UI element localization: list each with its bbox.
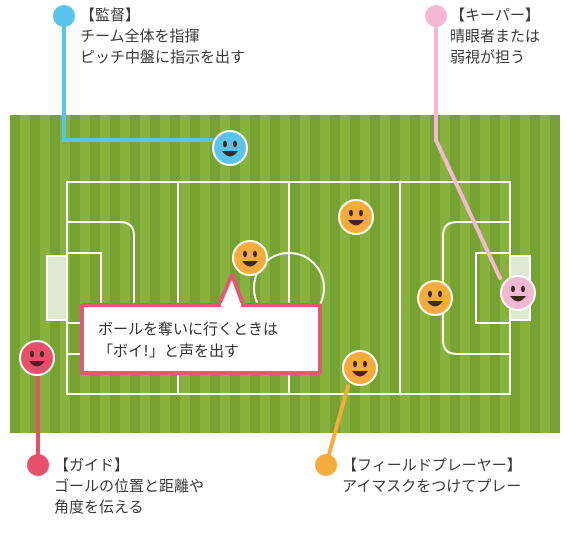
connector-lines [36,18,502,467]
player-face-icon [338,199,374,235]
callout-line-2: 「ボイ!」と声を出す [98,342,240,360]
guide-face-icon [19,340,55,376]
guide-label: 【ガイド】 ゴールの位置と距離や 角度を伝える [54,455,204,518]
coach-dot [53,5,75,27]
keeper-title: 【キーパー】 [450,6,540,24]
keeper-line-2: 弱視が担う [450,48,526,66]
player-face-icon [232,240,268,276]
guide-line-2: 角度を伝える [54,498,144,516]
pitch-grass [10,115,560,433]
keeper-line-1: 晴眼者または [450,27,541,45]
guide-line-1: ゴールの位置と距離や [54,477,205,495]
callout-text: ボールを奪いに行くときは 「ボイ!」と声を出す [98,318,278,362]
keeper-dot [425,5,447,27]
callout-line-1: ボールを奪いに行くときは [98,320,279,338]
callout-box: ボールを奪いに行くときは 「ボイ!」と声を出す [80,303,322,375]
coach-line-2: ピッチ中盤に指示を出す [80,48,246,66]
field-player-title: 【フィールドプレーヤー】 [342,456,522,474]
player-face-icon [417,280,453,316]
field-player-dot [315,454,337,476]
callout-pointer-join [221,303,241,309]
guide-dot [27,454,49,476]
coach-face-icon [212,130,248,166]
keeper-face-icon [500,275,536,311]
keeper-label: 【キーパー】 晴眼者または 弱視が担う [450,5,540,68]
field-player-line-1: アイマスクをつけてプレー [342,477,522,495]
coach-title: 【監督】 [80,6,141,24]
smiley-faces [19,130,536,386]
field-player-label: 【フィールドプレーヤー】 アイマスクをつけてプレー [342,455,522,497]
coach-label: 【監督】 チーム全体を指揮 ピッチ中盤に指示を出す [80,5,245,68]
coach-line-1: チーム全体を指揮 [80,27,200,45]
guide-title: 【ガイド】 [54,456,130,474]
player-face-icon [342,350,378,386]
